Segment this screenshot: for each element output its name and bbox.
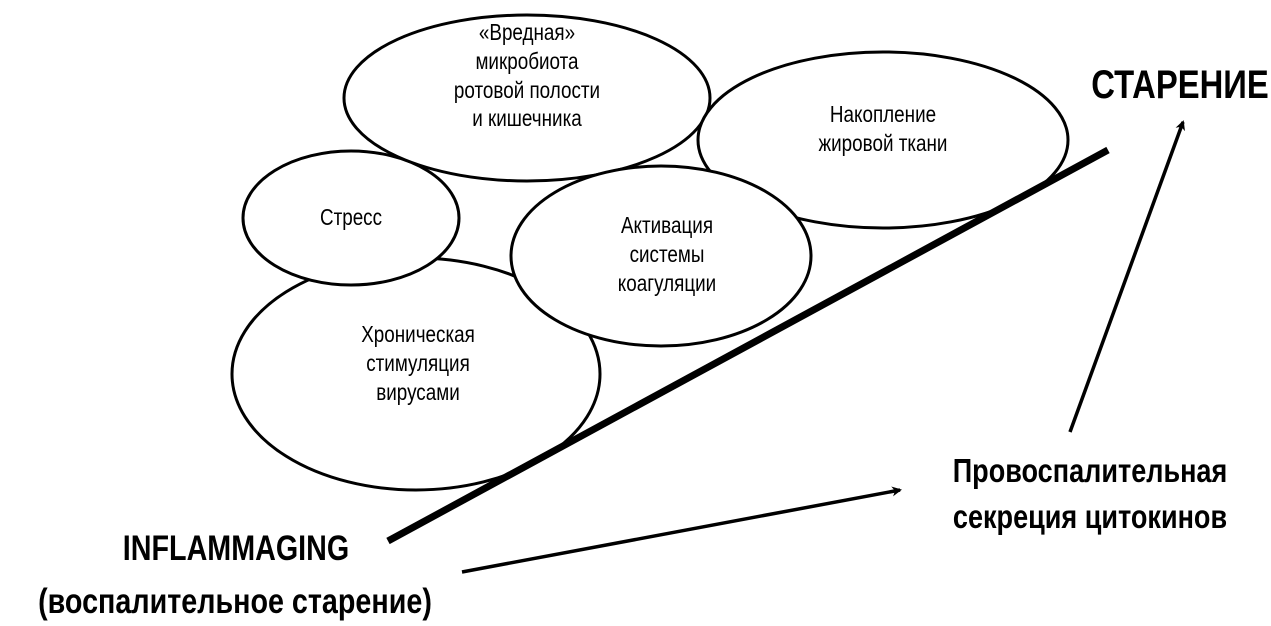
text-line: жировой ткани (818, 129, 948, 156)
inflammaging-trend-line (386, 146, 1110, 545)
ellipse-stress (241, 149, 461, 287)
text-line: Стресс (319, 204, 383, 230)
text-line: ротовой полости (453, 76, 601, 103)
inflammaging-sublabel: (воспалительное старение) (38, 582, 432, 621)
text-line: «Вредная» (478, 19, 576, 45)
aging-title: СТАРЕНИЕ (1091, 63, 1269, 107)
text-line: стимуляция (366, 349, 470, 376)
text-line: и кишечника (472, 105, 582, 132)
text-line: системы (629, 240, 705, 267)
text-line: Активация (620, 212, 714, 238)
cytokine-secretion-label: Провоспалительная секреция цитокинов (953, 448, 1228, 540)
text-line: Провоспалительная (952, 452, 1228, 489)
factor-stress: Стресс (320, 203, 382, 232)
factor-fat: Накопление жировой ткани (819, 100, 948, 158)
text-line: Хроническая (361, 321, 475, 347)
ellipse-microbiota (342, 13, 712, 183)
factor-coagulation: Активация системы коагуляции (618, 211, 716, 297)
ellipse-fat (696, 50, 1070, 230)
factor-viruses: Хроническая стимуляция вирусами (361, 320, 475, 406)
text-line: коагуляции (617, 269, 717, 296)
text-line: вирусами (376, 378, 460, 405)
inflammaging-label: INFLAMMAGING (122, 529, 350, 568)
text-line: Накопление (829, 101, 937, 127)
arrow-to-aging (1068, 120, 1185, 433)
ellipse-coagulation (509, 164, 813, 348)
text-line: секреция цитокинов (952, 498, 1228, 536)
text-line: микробиота (475, 47, 579, 74)
arrow-to-cytokines (461, 486, 902, 574)
factor-microbiota: «Вредная» микробиота ротовой полости и к… (454, 18, 600, 133)
